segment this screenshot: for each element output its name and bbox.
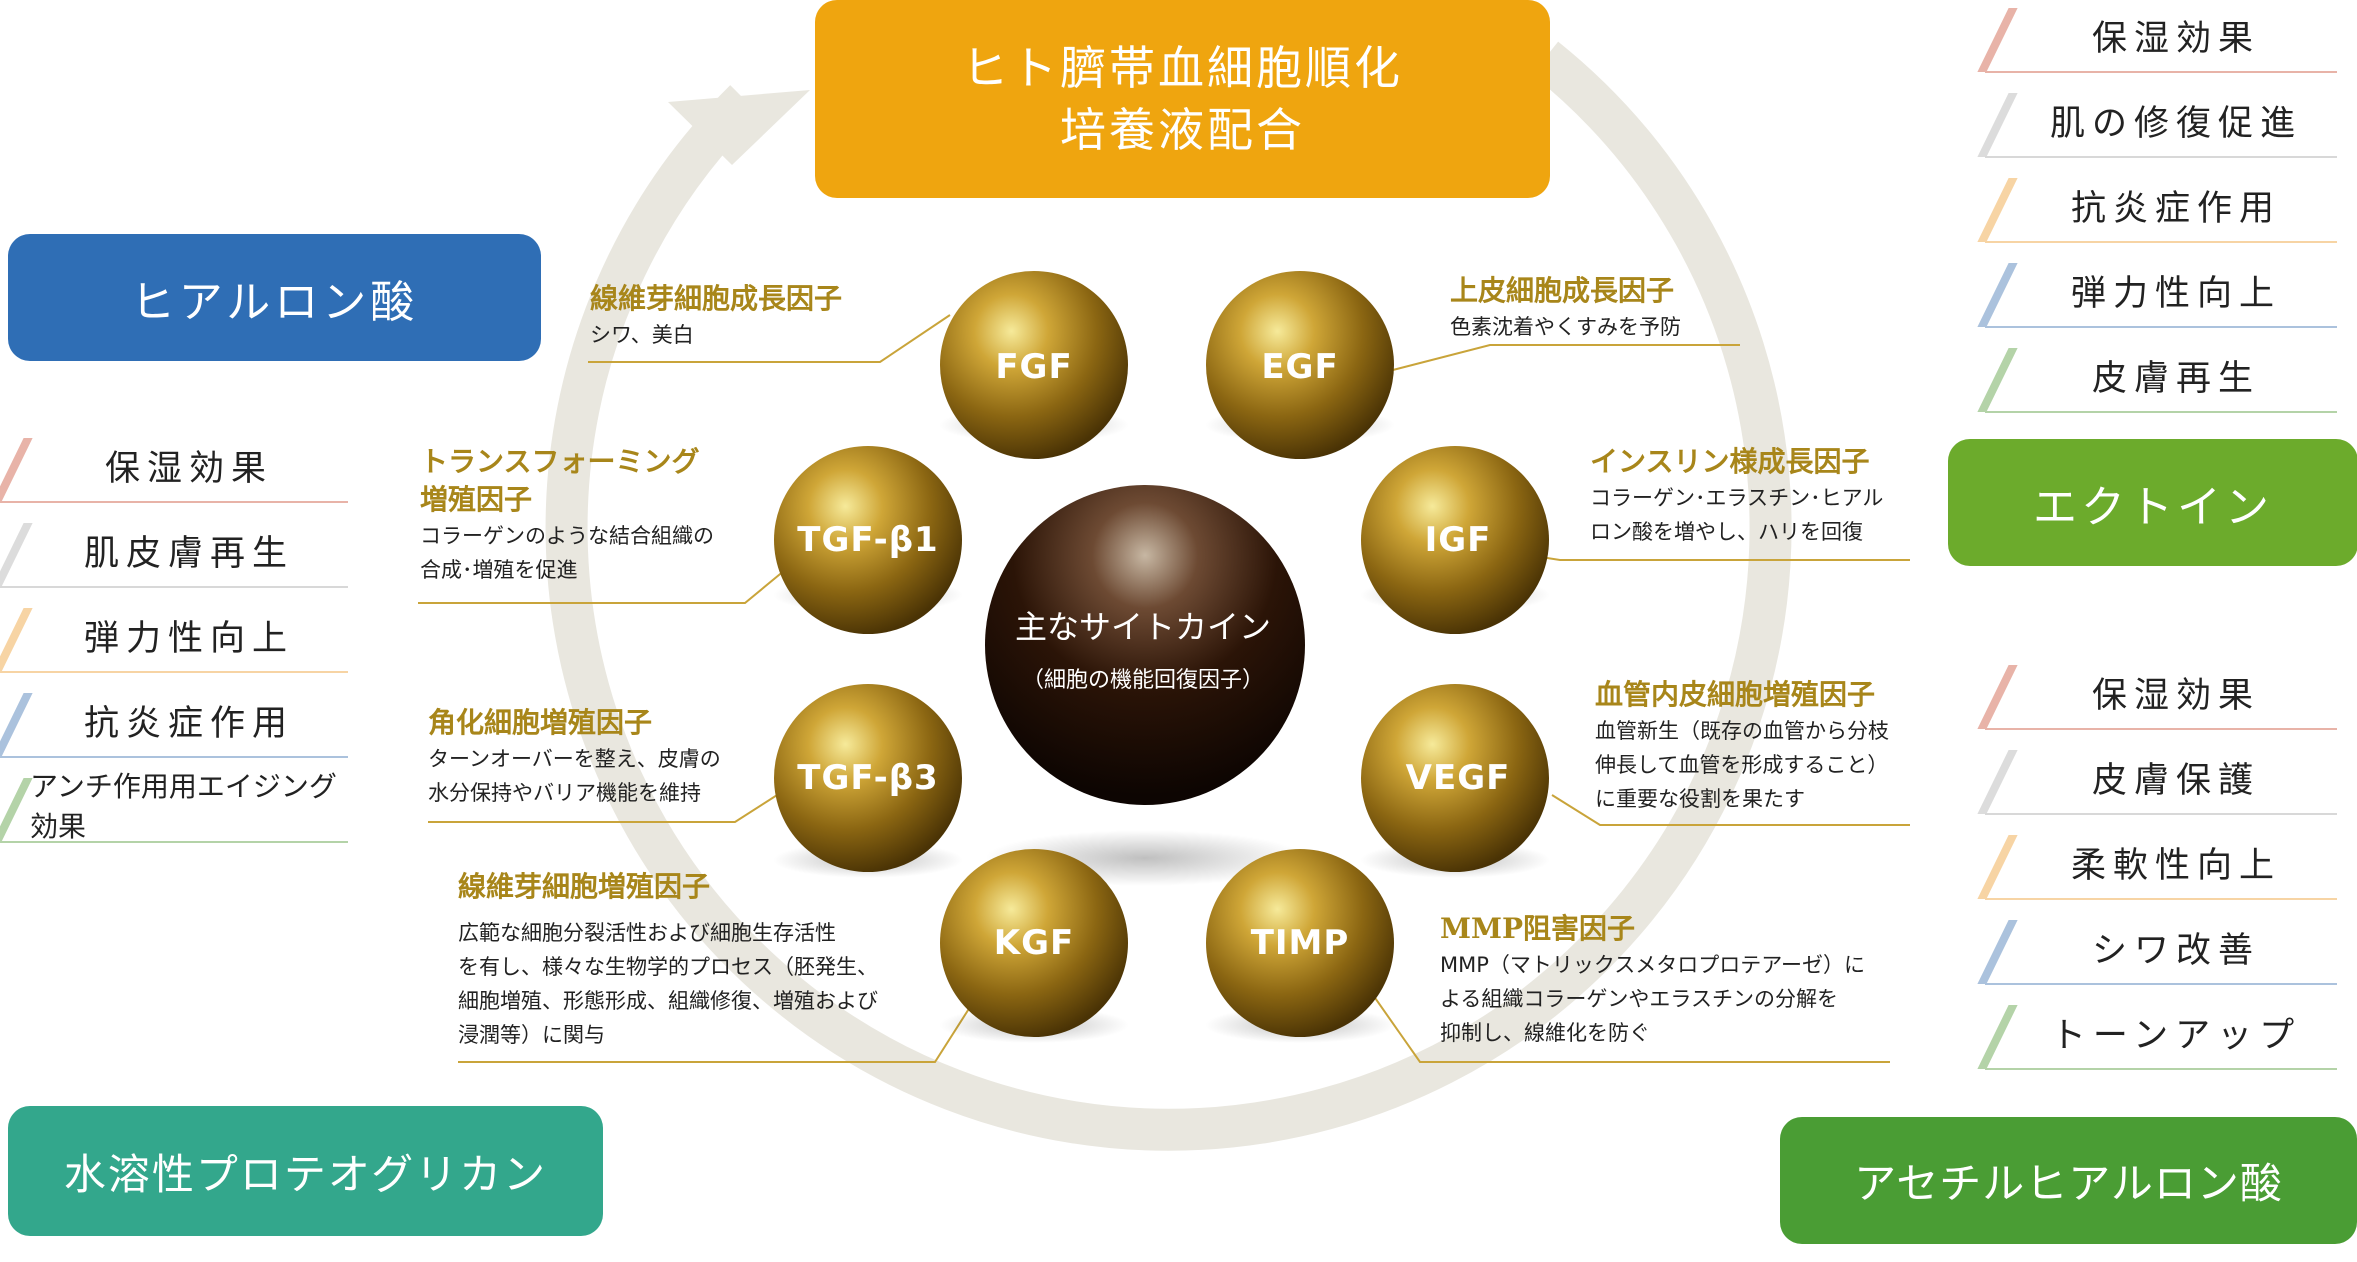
benefit-label: 柔軟性向上 [2070,845,2281,886]
cycle-arrow [545,41,1792,1151]
box-ectoin: エクトイン [1948,439,2357,566]
sphere-vegf [1361,684,1549,872]
sphere-kgf [940,849,1128,1037]
box-hyaluronic-acid: ヒアルロン酸 [8,234,541,361]
annotation-title: インスリン様成長因子 [1590,445,1870,478]
annotation-desc: コラーゲン･エラスチン･ヒアル ロン酸を増やし、ハリを回復 [1590,486,1884,544]
sphere-tgfb3 [774,684,962,872]
benefit-label: 抗炎症作用 [2070,188,2281,229]
leader-line-igf [1514,552,1910,561]
annotation-kgf: 線維芽細胞増殖因子 広範な細胞分裂活性および細胞生存活性 を有し、様々な生物学的… [458,868,878,1052]
annotation-desc: ターンオーバーを整え、皮膚の 水分保持やバリア機能を維持 [428,747,721,805]
leader-line-fgf [588,314,951,363]
sphere-label-igf: IGF [1424,520,1492,560]
annotation-title: 角化細胞増殖因子 [428,706,653,739]
leader-line-tgfb3 [428,789,786,823]
annotation-desc: シワ、美白 [590,323,694,347]
annotation-desc: 血管新生（既存の血管から分枝 伸長して血管を形成すること） に重要な役割を果たす [1595,719,1889,811]
center-title: 主なサイトカイン [1014,608,1272,646]
center-subtitle: （細胞の機能回復因子） [1021,668,1265,693]
annotation-egf: 上皮細胞成長因子 色素沈着やくすみを予防 [1450,272,1681,344]
benefit-label: 抗炎症作用 [83,703,294,744]
benefit-list-right: 保湿効果 皮膚保護 柔軟性向上 シワ改善 トーンアップ [1977,661,2337,1081]
benefit-item: 弾力性向上 [0,604,348,673]
benefit-item: 抗炎症作用 [1977,174,2337,243]
annotation-title: トランスフォーミング [420,445,700,478]
sphere-label-vegf: VEGF [1405,758,1511,798]
annotation-desc: 色素沈着やくすみを予防 [1450,315,1681,339]
top-box-cord-blood: ヒト臍帯血細胞順化 培養液配合 [815,0,1550,198]
cycle-arrowhead [668,90,810,165]
annotation-fgf: 線維芽細胞成長因子 シワ、美白 [590,280,842,352]
annotation-tgfb3: 角化細胞増殖因子 ターンオーバーを整え、皮膚の 水分保持やバリア機能を維持 [428,704,721,810]
annotation-igf: インスリン様成長因子 コラーゲン･エラスチン･ヒアル ロン酸を増やし、ハリを回復 [1590,443,1883,549]
benefit-item: アンチ作用用エイジング効果 [0,770,348,843]
benefit-list-left: 保湿効果 肌皮膚再生 弾力性向上 抗炎症作用 アンチ作用用エイジング効果 [0,434,348,854]
box-water-soluble-proteoglycan: 水溶性プロテオグリカン [8,1106,603,1236]
annotation-title: 線維芽細胞成長因子 [590,282,843,315]
benefit-item: 皮膚再生 [1977,344,2337,413]
sphere-fgf [940,271,1128,459]
benefit-label: 肌皮膚再生 [83,533,294,574]
top-box-line1: ヒト臍帯血細胞順化 [962,41,1403,95]
annotation-desc: コラーゲンのような結合組織の 合成･増殖を促進 [420,524,714,582]
sphere-timp [1206,849,1394,1037]
benefit-label: 保湿効果 [2091,675,2260,716]
annotation-desc: MMP（マトリックスメタロプロテアーゼ）に よる組織コラーゲンやエラスチンの分解… [1440,953,1866,1045]
benefit-item: 柔軟性向上 [1977,831,2337,900]
benefit-label: 弾力性向上 [2070,273,2281,314]
annotation-title: 線維芽細胞増殖因子 [458,870,711,903]
annotation-title: 増殖因子 [420,483,533,516]
annotation-tgfb1: トランスフォーミング 増殖因子 コラーゲンのような結合組織の 合成･増殖を促進 [420,443,714,587]
sphere-label-tgfb3: TGF-β3 [797,758,939,798]
benefit-item: 肌皮膚再生 [0,519,348,588]
benefit-label: トーンアップ [2050,1015,2302,1056]
benefit-label: 弾力性向上 [83,618,294,659]
annotation-vegf: 血管内皮細胞増殖因子 血管新生（既存の血管から分枝 伸長して血管を形成すること）… [1595,676,1889,816]
benefit-item: 皮膚保護 [1977,746,2337,815]
benefit-label: シワ改善 [2091,930,2260,971]
center-sphere [985,485,1305,805]
benefit-item: シワ改善 [1977,916,2337,985]
sphere-egf [1206,271,1394,459]
sphere-label-kgf: KGF [993,923,1075,963]
sphere-label-egf: EGF [1261,347,1339,387]
leader-line-vegf [1551,794,1910,826]
leader-line-egf [1384,344,1740,373]
benefit-list-top-right: 保湿効果 肌の修復促進 抗炎症作用 弾力性向上 皮膚再生 [1977,0,2337,420]
box-acetyl-hyaluronic-acid: アセチルヒアルロン酸 [1780,1117,2357,1244]
benefit-label: 保湿効果 [2091,18,2260,59]
annotation-title: MMP阻害因子 [1440,912,1636,945]
sphere-label-timp: TIMP [1250,923,1350,963]
benefit-item: 保湿効果 [1977,4,2337,73]
benefit-item: 保湿効果 [0,434,348,503]
benefit-label: アンチ作用用エイジング効果 [30,770,337,843]
benefit-label: 保湿効果 [104,448,273,489]
annotation-desc: 広範な細胞分裂活性および細胞生存活性 を有し、様々な生物学的プロセス（胚発生、 … [458,921,878,1047]
leader-line-tgfb1 [418,569,786,604]
sphere-igf [1361,446,1549,634]
annotation-title: 血管内皮細胞増殖因子 [1595,678,1876,711]
sphere-label-fgf: FGF [995,347,1073,387]
annotation-title: 上皮細胞成長因子 [1450,274,1675,307]
top-box-line2: 培養液配合 [1060,103,1305,157]
sphere-tgfb1 [774,446,962,634]
benefit-label: 肌の修復促進 [2049,103,2302,144]
benefit-label: 皮膚保護 [2091,760,2260,801]
benefit-item: 保湿効果 [1977,661,2337,730]
benefit-item: 抗炎症作用 [0,689,348,758]
benefit-item: トーンアップ [1977,1001,2337,1070]
sphere-label-tgfb1: TGF-β1 [797,520,939,560]
benefit-item: 弾力性向上 [1977,259,2337,328]
benefit-label: 皮膚再生 [2091,358,2260,399]
annotation-timp: MMP阻害因子 MMP（マトリックスメタロプロテアーゼ）に よる組織コラーゲンや… [1440,910,1865,1050]
benefit-item: 肌の修復促進 [1977,89,2337,158]
